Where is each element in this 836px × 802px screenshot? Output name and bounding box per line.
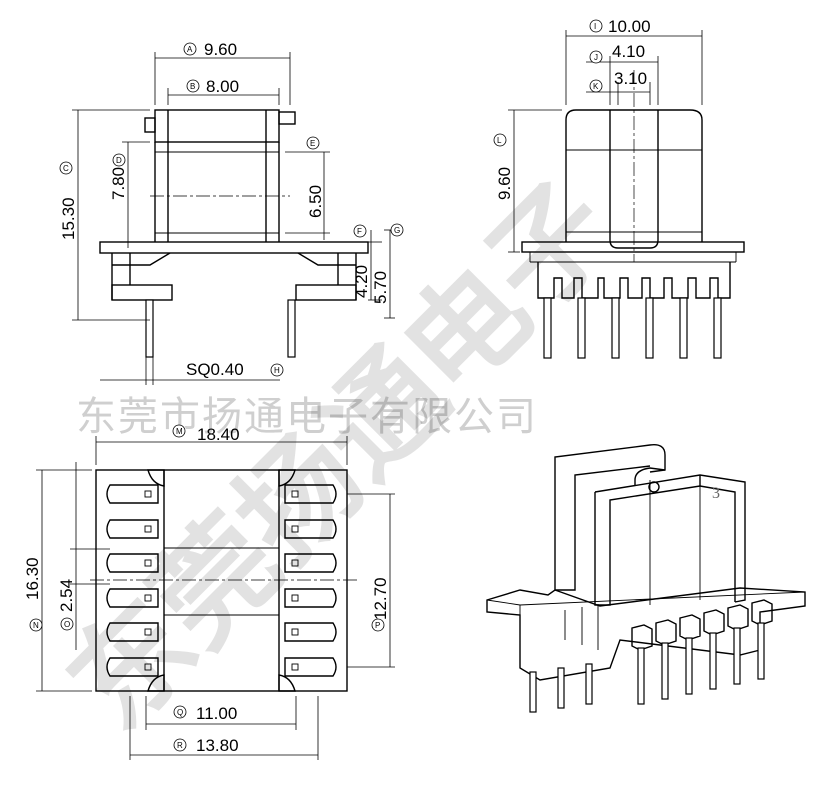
- dim-o-value: 2.54: [57, 579, 76, 612]
- front-view-dimensions: A 9.60 B 8.00 15.30 C 7.80 D 6.50 E 4.20…: [59, 40, 404, 385]
- isometric-view: 3: [486, 444, 806, 681]
- dim-a-value: 9.60: [204, 40, 237, 59]
- bottom-right-pin-finger: [284, 519, 337, 539]
- svg-text:I: I: [594, 22, 596, 31]
- bottom-right-pin-finger: [284, 657, 337, 677]
- dim-q-value: 11.00: [196, 704, 237, 723]
- svg-text:A: A: [187, 45, 193, 54]
- svg-text:N: N: [33, 621, 39, 630]
- bottom-left-pin-finger: [106, 553, 159, 573]
- svg-text:R: R: [177, 741, 183, 750]
- bottom-left-pin-finger: [106, 588, 159, 608]
- company-watermark: 东莞市扬通电子有限公司: [76, 394, 538, 440]
- dim-d-value: 7.80: [109, 167, 128, 200]
- svg-text:P: P: [375, 621, 380, 630]
- dim-j-value: 4.10: [612, 42, 645, 61]
- iso-front-pin: [631, 624, 653, 705]
- svg-text:H: H: [274, 366, 280, 375]
- bottom-right-pin-finger: [284, 588, 337, 608]
- bottom-left-pin-finger: [106, 657, 159, 677]
- dim-g-value: 5.70: [371, 271, 390, 304]
- part-label: 3: [712, 485, 720, 502]
- svg-text:L: L: [497, 136, 502, 145]
- bottom-view: [90, 469, 360, 692]
- iso-front-pin: [727, 604, 749, 685]
- dim-r-value: 13.80: [196, 736, 239, 755]
- svg-text:C: C: [63, 164, 69, 173]
- iso-side-pin: [585, 663, 593, 705]
- svg-text:G: G: [394, 226, 400, 235]
- svg-text:M: M: [176, 427, 183, 436]
- dim-i-value: 10.00: [608, 17, 651, 36]
- svg-text:F: F: [357, 227, 362, 236]
- iso-front-pin: [655, 619, 677, 700]
- dim-n-value: 16.30: [23, 557, 42, 600]
- dim-m-value: 18.40: [197, 425, 240, 444]
- bottom-right-pin-finger: [284, 622, 337, 642]
- svg-text:E: E: [310, 139, 315, 148]
- bottom-left-pin-finger: [106, 622, 159, 642]
- svg-text:J: J: [594, 53, 598, 62]
- bottom-left-pin-finger: [106, 484, 159, 504]
- dim-p-value: 12.70: [371, 577, 390, 620]
- isometric-view-pins: [529, 599, 773, 713]
- big-watermark: 东莞扬通电子: [42, 157, 640, 755]
- iso-front-pin: [679, 614, 701, 695]
- dim-c-value: 15.30: [59, 197, 78, 240]
- dim-l-value: 9.60: [495, 167, 514, 200]
- svg-text:Q: Q: [177, 708, 183, 717]
- side-view-dimensions: I 10.00 J 4.10 K 3.10 9.60 L: [493, 17, 703, 253]
- dim-h-value: SQ0.40: [186, 360, 244, 379]
- iso-front-pin: [751, 599, 773, 680]
- bottom-right-pin-finger: [284, 484, 337, 504]
- dim-f-value: 4.20: [352, 265, 371, 298]
- front-view: [99, 109, 369, 358]
- svg-text:D: D: [116, 156, 122, 165]
- svg-text:K: K: [593, 82, 599, 91]
- dim-k-value: 3.10: [614, 69, 647, 88]
- side-view: [521, 70, 745, 359]
- svg-text:O: O: [64, 620, 70, 629]
- bottom-view-pin-fingers: [106, 484, 337, 677]
- bottom-right-pin-finger: [284, 553, 337, 573]
- bottom-left-pin-finger: [106, 519, 159, 539]
- bottom-view-dimensions: M 18.40 16.30 N 2.54 O 12.70 P Q 11.00 R…: [23, 424, 395, 760]
- iso-side-pin: [529, 671, 537, 713]
- iso-front-pin: [703, 609, 725, 690]
- iso-side-pin: [557, 667, 565, 709]
- dim-b-value: 8.00: [206, 77, 239, 96]
- svg-text:B: B: [190, 82, 195, 91]
- dim-e-value: 6.50: [306, 185, 325, 218]
